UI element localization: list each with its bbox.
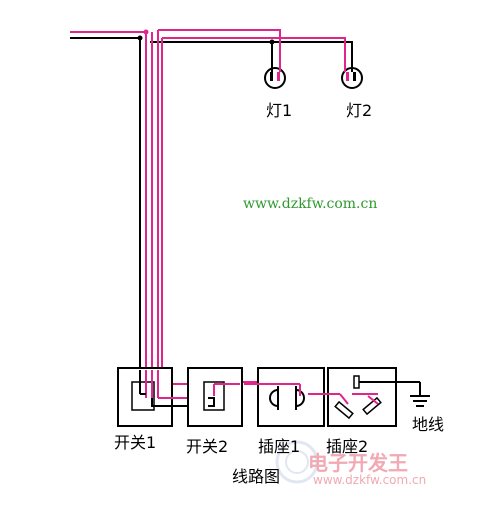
neutral-main-wire [70,37,141,370]
lamp1-icon [264,42,286,89]
junction-dot [143,29,149,35]
neutral-lamp2-wire [150,41,353,68]
lamp1-label: 灯1 [266,101,292,120]
watermark-title: 电子开发王 [308,451,408,475]
live-wires [70,29,373,407]
ground-label: 地线 [412,415,444,434]
lamp2-label: 灯2 [346,101,372,120]
socket1-label: 插座1 [258,437,300,456]
switch1-panel [117,367,208,427]
live-switch2-wire [161,38,214,385]
switch2-panel [187,367,243,427]
live-lamp1-wire [158,29,281,68]
live-main-wire [70,31,147,392]
socket2-label: 插座2 [326,437,368,456]
diagram-caption: 线路图 [232,467,280,486]
ground-icon [410,381,430,407]
watermark-url: www.dzkfw.com.cn [313,473,426,487]
watermark-logo-icon [275,440,319,484]
website-text: www.dzkfw.com.cn [243,196,377,212]
junction-dot [137,35,143,41]
socket1-panel [244,367,325,427]
switch2-label: 开关2 [186,437,228,456]
switch1-label: 开关1 [114,433,156,452]
socket2-panel [308,367,412,427]
lamp2-icon [341,38,363,89]
